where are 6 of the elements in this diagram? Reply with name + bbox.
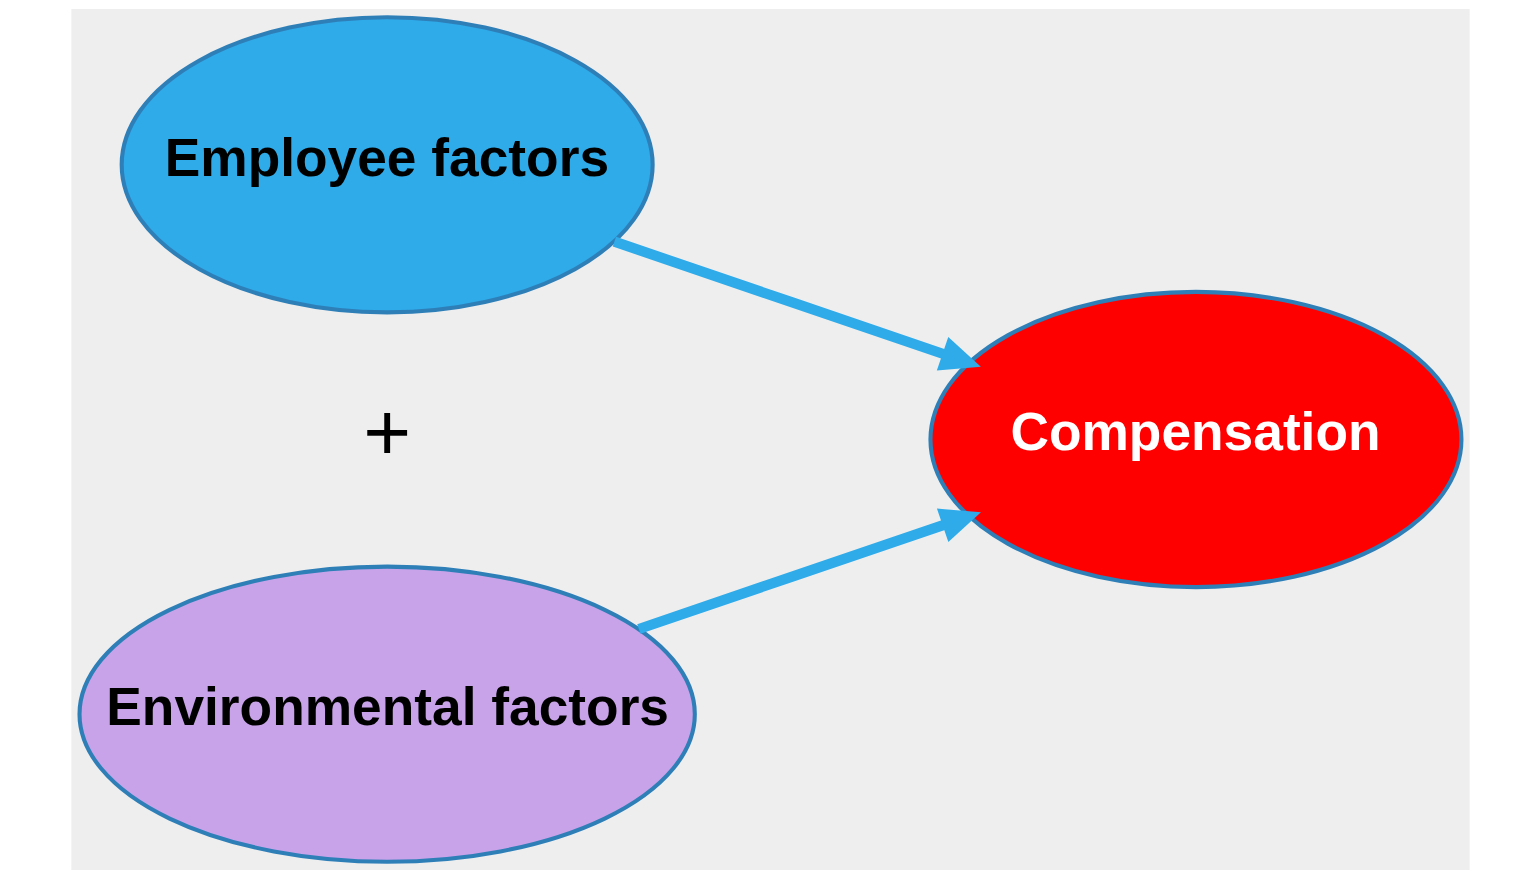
arrow	[612, 236, 981, 370]
arrow	[636, 508, 981, 634]
label: +	[362, 385, 411, 477]
node-ellipse: Environmental factors	[76, 564, 697, 864]
node-ellipse: Employee factors	[119, 14, 655, 314]
node-ellipse: Compensation	[927, 289, 1463, 589]
